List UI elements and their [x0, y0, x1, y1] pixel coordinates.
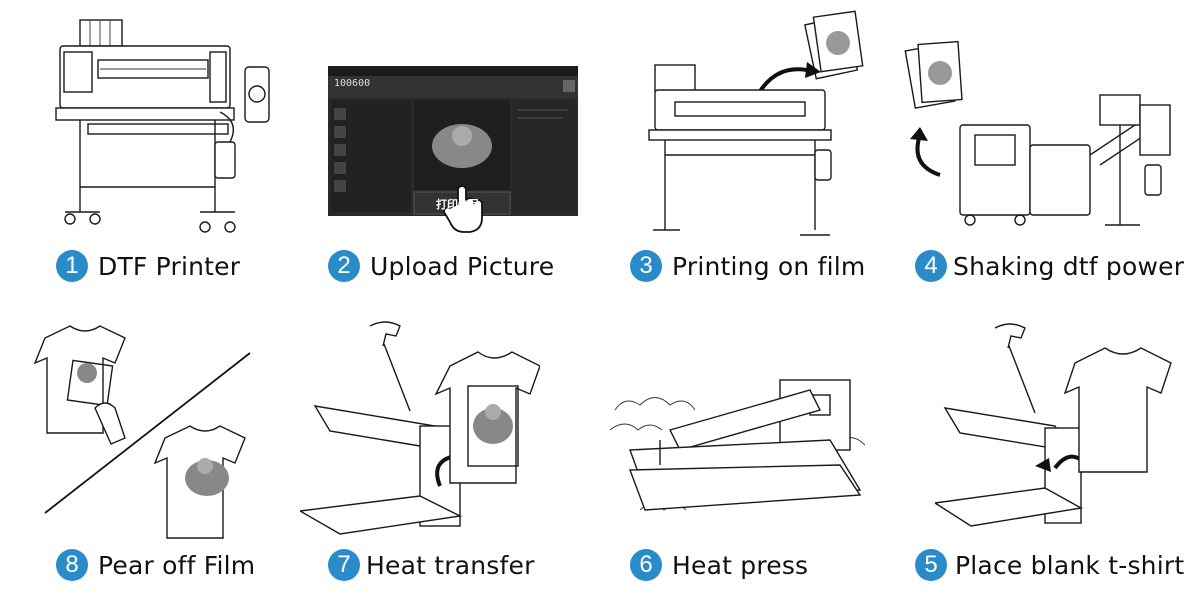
step-label: Shaking dtf power: [953, 251, 1185, 281]
step-label: Heat press: [672, 550, 809, 580]
step-7: 7 Heat transfer: [328, 547, 535, 583]
heat-press-illustration: [610, 370, 865, 545]
step-6: 6 Heat press: [630, 547, 808, 583]
dtf-printer-illustration: [40, 12, 280, 247]
powder-shaker-illustration: [900, 35, 1190, 247]
software-brand: 100600: [334, 78, 371, 89]
step-number-badge: 1: [56, 250, 88, 282]
step-number-badge: 7: [328, 549, 360, 581]
print-artwork-button: 打印作品: [436, 198, 480, 211]
step-number-badge: 5: [915, 549, 947, 581]
step-number-badge: 2: [328, 250, 360, 282]
heat-transfer-illustration: [300, 316, 540, 546]
step-label: Printing on film: [672, 251, 866, 281]
software-screenshot: 100600 打印作品: [328, 66, 578, 246]
step-3: 3 Printing on film: [630, 248, 865, 284]
step-4: 4 Shaking dtf power: [915, 248, 1184, 284]
step-number-badge: 3: [630, 250, 662, 282]
step-number-badge: 8: [56, 549, 88, 581]
step-5: 5 Place blank t-shirt: [915, 547, 1184, 583]
step-1: 1 DTF Printer: [56, 248, 240, 284]
step-label: Heat transfer: [366, 550, 535, 580]
place-blank-tshirt-illustration: [935, 318, 1185, 546]
step-8: 8 Pear off Film: [56, 547, 255, 583]
step-label: Place blank t-shirt: [955, 550, 1185, 580]
step-number-badge: 6: [630, 549, 662, 581]
step-label: DTF Printer: [98, 251, 241, 281]
step-2: 2 Upload Picture: [328, 248, 554, 284]
step-label: Pear off Film: [98, 550, 256, 580]
printing-on-film-illustration: [635, 10, 870, 247]
step-label: Upload Picture: [370, 251, 555, 281]
step-number-badge: 4: [915, 250, 947, 282]
peel-off-film-illustration: [25, 318, 265, 543]
